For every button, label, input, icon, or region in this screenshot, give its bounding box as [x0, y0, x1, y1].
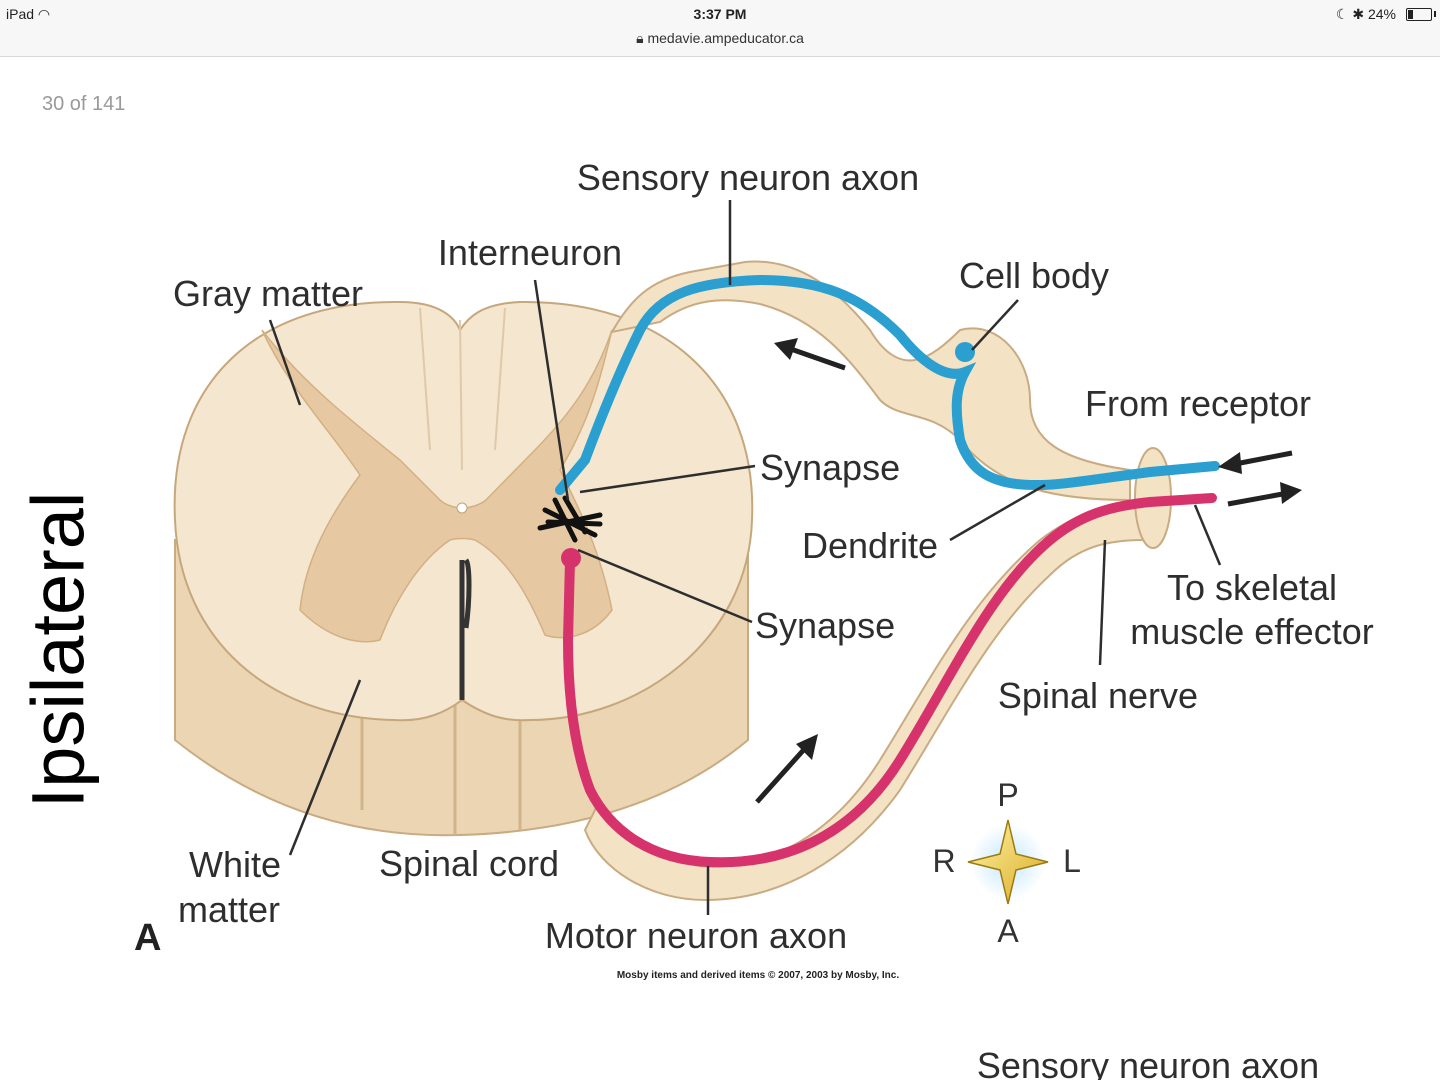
label-from-receptor: From receptor [1085, 383, 1311, 424]
label-white-matter-line1: White [189, 844, 281, 885]
central-canal [456, 502, 468, 514]
orientation-right: L [1063, 843, 1081, 879]
address-bar[interactable]: 🔒︎ medavie.ampeducator.ca [0, 30, 1440, 47]
compass-star-icon [967, 819, 1049, 905]
wifi-icon: ◠ [37, 6, 51, 22]
label-synapse-1: Synapse [760, 447, 900, 488]
bluetooth-icon: ✱ [1352, 6, 1365, 22]
moon-icon: ☾ [1335, 6, 1349, 22]
median-fissure [459, 558, 472, 700]
flow-arrow-dorsal [774, 338, 846, 371]
posterior-sulcus [419, 307, 506, 471]
label-white-matter-line2: matter [178, 889, 280, 930]
flow-arrow-ventral [755, 734, 818, 804]
cell-body-mark [955, 342, 975, 362]
battery-percent: 24% [1367, 6, 1396, 22]
label-motor-neuron-axon: Motor neuron axon [545, 915, 847, 956]
orientation-compass: P R L A [932, 777, 1080, 949]
figure-letter: A [134, 917, 161, 959]
label-gray-matter: Gray matter [173, 273, 363, 314]
status-right: ☾ ✱ 24% [1336, 6, 1396, 23]
status-time: 3:37 PM [693, 6, 747, 22]
status-bar: iPad ◠ 3:37 PM 🔒︎ medavie.ampeducator.ca… [0, 0, 1440, 57]
label-dendrite: Dendrite [802, 525, 938, 566]
label-synapse-2: Synapse [755, 605, 895, 646]
page-counter: 30 of 141 [42, 93, 126, 115]
interneuron-mark [537, 495, 603, 543]
flow-arrow-sensory-in [1218, 450, 1293, 474]
sensory-neuron-axon-path [555, 274, 1220, 495]
label-spinal-cord: Spinal cord [379, 843, 559, 884]
flow-arrow-motor-out [1227, 482, 1302, 507]
lock-icon: 🔒︎ [636, 30, 644, 46]
battery-icon [1406, 8, 1432, 21]
motor-neuron-axon-path [562, 493, 1217, 868]
battery-fill [1408, 10, 1413, 19]
orientation-left: R [932, 843, 955, 879]
motor-neuron-cell [561, 548, 581, 568]
copyright-credit: Mosby items and derived items © 2007, 20… [617, 970, 900, 981]
leader-lines [268, 200, 1222, 915]
battery-cap [1434, 11, 1436, 17]
orientation-bottom: A [997, 913, 1019, 949]
label-interneuron: Interneuron [438, 232, 622, 273]
dorsal-root [610, 260, 1131, 502]
next-slide-label-cut: Sensory neuron axon [977, 1045, 1319, 1080]
label-to-skeletal-line1: To skeletal [1167, 567, 1337, 608]
address-url: medavie.ampeducator.ca [647, 30, 804, 46]
device-label: iPad ◠ [6, 6, 51, 22]
label-sensory-neuron-axon: Sensory neuron axon [577, 157, 919, 198]
orientation-top: P [997, 777, 1018, 813]
label-spinal-nerve: Spinal nerve [998, 675, 1198, 716]
label-cell-body: Cell body [959, 255, 1109, 296]
label-to-skeletal-line2: muscle effector [1130, 611, 1373, 652]
